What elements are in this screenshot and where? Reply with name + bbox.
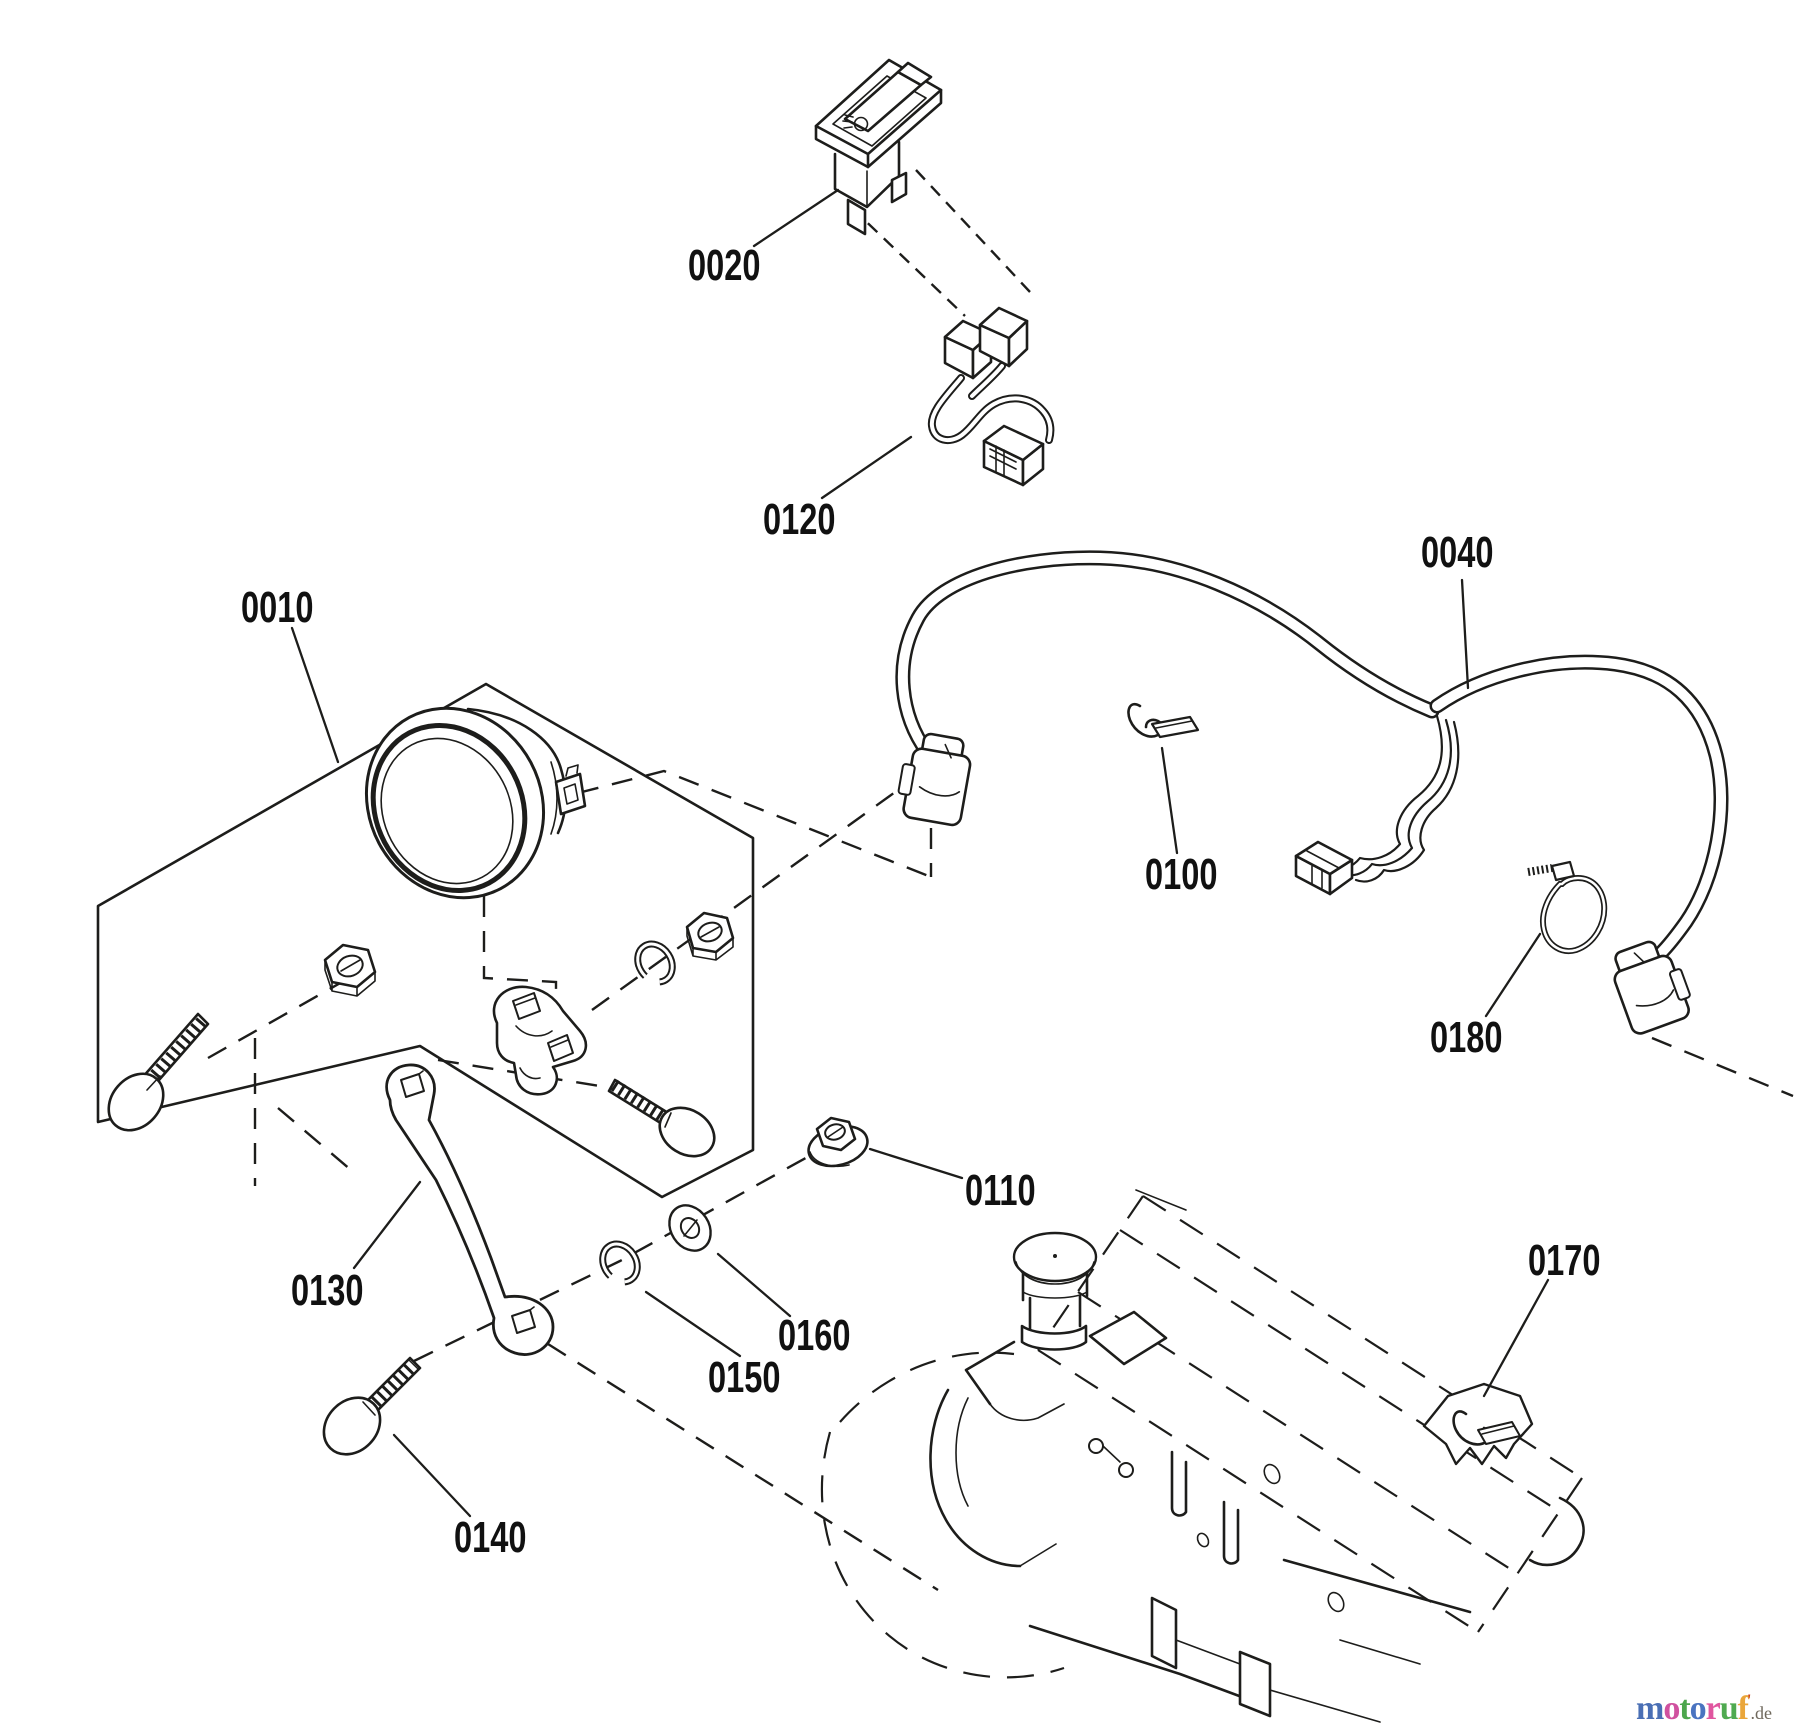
part-callout-0180: 0180 xyxy=(1430,1013,1503,1062)
assembly-dashed-lines xyxy=(207,169,1794,1592)
watermark-letter: m xyxy=(1636,1690,1664,1726)
lock-washer-bracket-drawing xyxy=(634,940,676,986)
plug-connector xyxy=(982,424,1045,487)
part-callout-0130: 0130 xyxy=(291,1266,364,1315)
ghost-wheel xyxy=(820,1351,1134,1679)
frame-assembly-drawing xyxy=(820,1189,1585,1723)
callout-leader-lines xyxy=(290,188,1550,1518)
connector-pair xyxy=(943,306,1029,380)
part-callout-0020: 0020 xyxy=(688,241,761,290)
headlight-symbol-icon xyxy=(842,114,869,132)
carriage-bolt-0140-drawing xyxy=(322,1356,422,1456)
flat-washer-0160-drawing xyxy=(668,1204,712,1252)
part-callout-0140: 0140 xyxy=(454,1513,527,1562)
harness-plug-connector xyxy=(1294,840,1354,896)
harness-left-socket xyxy=(897,732,972,827)
rocker-switch-drawing xyxy=(814,58,943,236)
watermark-suffix: .de xyxy=(1750,1703,1772,1723)
part-callout-0040: 0040 xyxy=(1421,528,1494,577)
harness-right-socket xyxy=(1613,940,1691,1035)
harness-branch-wires xyxy=(1328,714,1460,883)
cable-clip-drawing xyxy=(1127,702,1200,739)
carriage-bolt-bracket-drawing xyxy=(607,1078,716,1158)
hex-nut-bracket-drawing xyxy=(685,911,735,961)
watermark-letter: o xyxy=(1689,1690,1707,1726)
watermark-tick: ' xyxy=(1747,1692,1752,1709)
wire-harness-drawing xyxy=(895,550,1729,1035)
watermark-letter: u xyxy=(1719,1690,1739,1726)
part-callout-0150: 0150 xyxy=(708,1353,781,1402)
flange-nut-0110-drawing xyxy=(807,1116,869,1168)
sp-clip-0170-drawing xyxy=(1422,1382,1534,1466)
watermark-letter: f xyxy=(1737,1690,1749,1726)
watermark-letter: t xyxy=(1679,1690,1690,1726)
cable-tie-drawing xyxy=(1527,860,1608,954)
part-callout-0100: 0100 xyxy=(1145,850,1218,899)
hex-nut-upper-drawing xyxy=(323,943,377,997)
mounting-panel-outline xyxy=(96,682,755,1199)
part-callout-0160: 0160 xyxy=(778,1311,851,1360)
headlight-drawing xyxy=(364,706,587,900)
watermark-letter: r xyxy=(1705,1690,1721,1726)
lock-washer-0150-drawing xyxy=(599,1240,641,1286)
switch-wire-drawing xyxy=(927,306,1055,487)
clamp-bracket-drawing xyxy=(492,985,588,1096)
support-arm-drawing xyxy=(385,1063,555,1356)
part-callout-0170: 0170 xyxy=(1528,1236,1601,1285)
watermark-motoruf: motoruf'.de xyxy=(1636,1684,1772,1726)
watermark-letter: o xyxy=(1663,1690,1680,1726)
carriage-bolt-upper-drawing xyxy=(107,1012,210,1132)
part-callout-0010: 0010 xyxy=(241,583,314,632)
frame-slab-ghost xyxy=(1037,1189,1583,1633)
frame-tabs-and-holes xyxy=(1028,1450,1585,1723)
part-callout-0110: 0110 xyxy=(965,1166,1036,1215)
part-callout-0120: 0120 xyxy=(763,495,836,544)
frame-knob xyxy=(964,1231,1168,1422)
